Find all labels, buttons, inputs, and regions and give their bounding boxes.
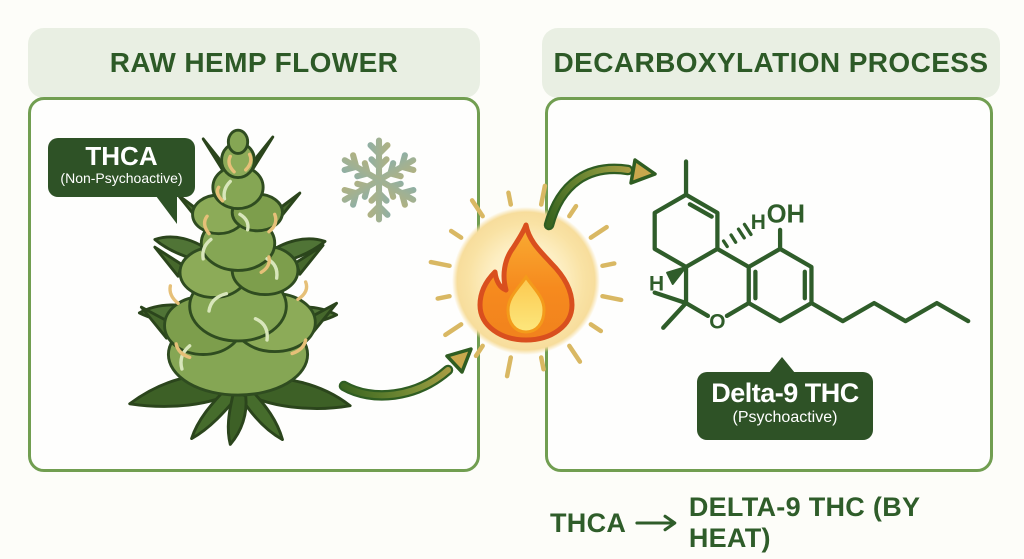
formula-delta9: DELTA-9 THC (BY HEAT) — [688, 492, 920, 553]
snowflake-icon — [332, 133, 426, 227]
conversion-formula: THCA DELTA-9 THC (BY HEAT) — [550, 492, 1000, 554]
thca-label: THCA (Non-Psychoactive) — [48, 138, 195, 224]
right-arrow-icon — [635, 514, 677, 532]
delta9-label-title: Delta-9 THC — [711, 378, 859, 408]
thca-label-title: THCA — [85, 141, 158, 171]
formula-thca: THCA — [550, 507, 627, 538]
left-title-band: RAW HEMP FLOWER — [28, 28, 480, 98]
right-title-band: DECARBOXYLATION PROCESS — [542, 28, 1000, 98]
thca-label-subtitle: (Non-Psychoactive) — [60, 170, 183, 186]
molecule-oh-label: OH — [767, 200, 805, 228]
molecule-h-left-label: H — [649, 273, 664, 296]
delta9-label-subtitle: (Psychoactive) — [732, 409, 838, 426]
molecule-h-top-label: H — [751, 211, 766, 234]
hemp-flower-illustration — [128, 128, 352, 446]
left-panel-title: RAW HEMP FLOWER — [109, 47, 399, 78]
right-panel-title: DECARBOXYLATION PROCESS — [553, 47, 989, 78]
flame-icon — [426, 181, 626, 381]
thca-label-tail — [156, 196, 177, 224]
delta9-thc-label: Delta-9 THC (Psychoactive) — [697, 357, 873, 440]
delta9-label-tail — [769, 357, 795, 373]
molecule-o-label: O — [709, 311, 725, 334]
thc-molecule-structure: OH O H H — [649, 159, 971, 334]
